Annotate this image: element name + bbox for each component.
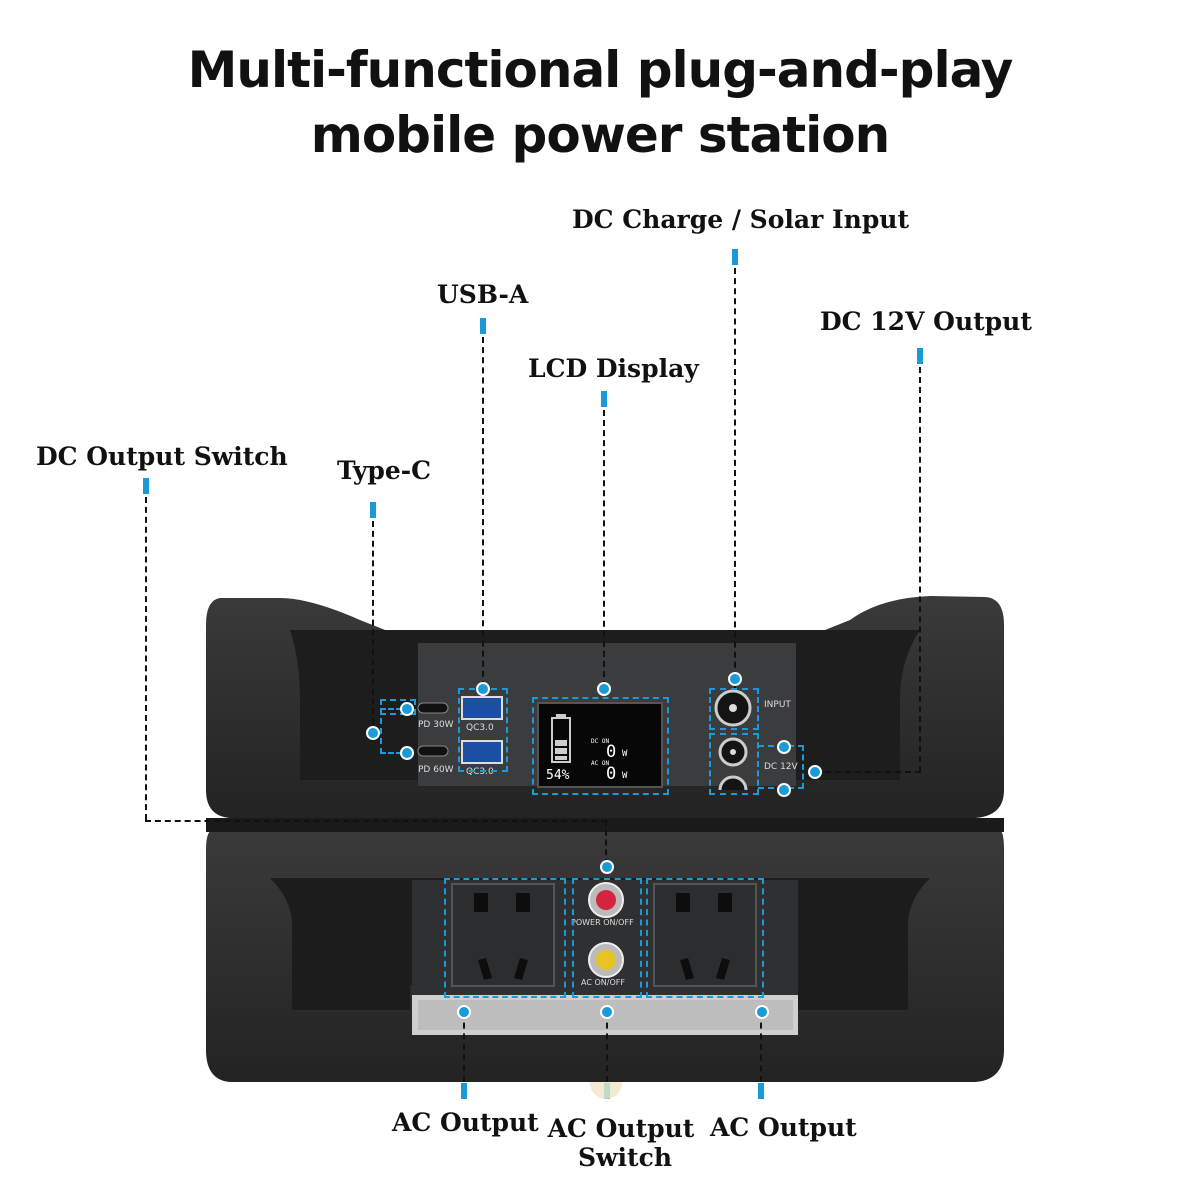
label-dc-12v: DC 12V Output xyxy=(820,307,1032,336)
leader-type-c-vertical xyxy=(372,521,374,734)
box-switches xyxy=(572,878,642,998)
label-ac-switch-line1: AC Output xyxy=(547,1114,695,1143)
dot-type-c xyxy=(366,726,380,740)
marker-type-c xyxy=(370,502,376,518)
lcd-ac-unit: W xyxy=(622,771,628,781)
label-usb-a: USB-A xyxy=(437,280,529,309)
dot-dc12v-top xyxy=(777,740,791,754)
leader-ac-switch xyxy=(606,1012,608,1082)
box-ac-left xyxy=(444,878,566,998)
lcd-ac-label: AC ON xyxy=(591,760,610,767)
leader-usb-a xyxy=(482,337,484,687)
box-ac-right xyxy=(646,878,764,998)
marker-ac-output-left xyxy=(461,1083,467,1099)
dot-input xyxy=(728,672,742,686)
dot-dc12v-bottom xyxy=(777,783,791,797)
pd30-label: PD 30W xyxy=(418,720,454,730)
marker-dc-charge xyxy=(732,249,738,265)
label-ac-output-left: AC Output xyxy=(392,1108,539,1137)
marker-dc-switch xyxy=(143,478,149,494)
ac-onoff-label: AC ON/OFF xyxy=(581,978,625,987)
pd60-label: PD 60W xyxy=(418,765,454,775)
label-ac-switch-line2: Switch xyxy=(577,1143,673,1172)
leader-dc12v-horizontal xyxy=(815,771,921,773)
leader-dc-switch-vertical xyxy=(145,497,147,820)
dot-ac-switch xyxy=(600,1005,614,1019)
box-dc12v xyxy=(709,733,759,795)
dot-ac-right xyxy=(755,1005,769,1019)
dc12v-label: DC 12V xyxy=(764,762,798,772)
dot-ac-left xyxy=(457,1005,471,1019)
qc-label-top: QC3.0 xyxy=(466,723,494,733)
leader-ac-left xyxy=(463,1012,465,1082)
lcd-dc-watts: 0 xyxy=(606,742,617,762)
label-ac-output-right: AC Output xyxy=(710,1113,857,1142)
dot-type-c-top xyxy=(400,702,414,716)
box-type-c-top xyxy=(380,699,416,715)
dot-type-c-bottom xyxy=(400,746,414,760)
label-lcd: LCD Display xyxy=(528,354,699,383)
dot-dc-switch xyxy=(600,860,614,874)
label-type-c: Type-C xyxy=(337,456,432,485)
lcd-dc-unit: W xyxy=(622,749,628,759)
leader-lcd xyxy=(603,410,605,687)
lcd-battery-percent: 54% xyxy=(546,768,570,783)
box-input xyxy=(709,688,759,730)
page-title-line1: Multi-functional plug-and-play xyxy=(187,41,1014,99)
marker-usb-a xyxy=(480,318,486,334)
label-dc-switch: DC Output Switch xyxy=(36,442,288,471)
label-dc-charge: DC Charge / Solar Input xyxy=(572,205,910,234)
leader-dc-charge xyxy=(734,268,736,688)
power-onoff-label: POWER ON/OFF xyxy=(571,918,634,927)
box-type-c-group xyxy=(380,708,410,754)
dot-lcd xyxy=(597,682,611,696)
leader-ac-right xyxy=(760,1012,762,1082)
lcd-ac-watts: 0 xyxy=(606,764,617,784)
input-label: INPUT xyxy=(764,700,791,710)
leader-dc-switch-horizontal xyxy=(145,820,607,822)
lcd-dc-label: DC ON xyxy=(591,738,610,745)
dot-usb-a xyxy=(476,682,490,696)
box-usb-a xyxy=(458,688,508,772)
marker-dc-12v xyxy=(917,348,923,364)
leader-dc-switch-down xyxy=(605,820,607,865)
marker-ac-output-right xyxy=(758,1083,764,1099)
box-lcd xyxy=(532,697,669,795)
qc-label-bottom: QC3.0 xyxy=(466,767,494,777)
page-title-line2: mobile power station xyxy=(310,106,891,164)
marker-lcd xyxy=(601,391,607,407)
leader-dc12v-vertical xyxy=(919,367,921,772)
dot-dc12v xyxy=(808,765,822,779)
